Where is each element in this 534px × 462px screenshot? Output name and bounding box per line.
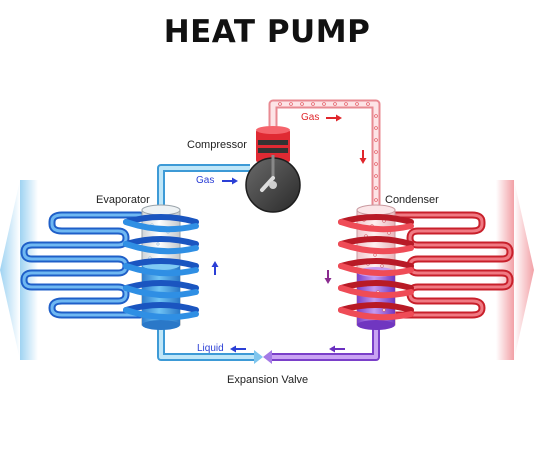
condenser bbox=[356, 204, 396, 330]
expansion-valve bbox=[254, 350, 263, 364]
cold-air-arrow bbox=[0, 180, 20, 360]
evaporator-helix bbox=[123, 214, 199, 321]
compressor bbox=[245, 126, 301, 213]
gas-left-label: Gas bbox=[196, 175, 215, 186]
liquid-label: Liquid bbox=[197, 343, 224, 354]
refrigerant-loop bbox=[157, 99, 381, 361]
evaporator bbox=[141, 204, 181, 330]
condenser-helix bbox=[338, 214, 414, 321]
hot-gas-bubbles bbox=[278, 102, 378, 202]
expansion-valve-label: Expansion Valve bbox=[227, 374, 309, 386]
flow-arrows bbox=[211, 114, 367, 353]
expansion-valve-right bbox=[263, 350, 272, 364]
compressor-label: Compressor bbox=[187, 139, 247, 151]
page-title: HEAT PUMP bbox=[163, 14, 371, 50]
evaporator-serpentine bbox=[20, 211, 144, 319]
evaporator-label: Evaporator bbox=[96, 194, 150, 206]
gas-top-label: Gas bbox=[301, 112, 320, 123]
condenser-label: Condenser bbox=[385, 194, 439, 206]
warm-air-arrow bbox=[514, 180, 534, 360]
